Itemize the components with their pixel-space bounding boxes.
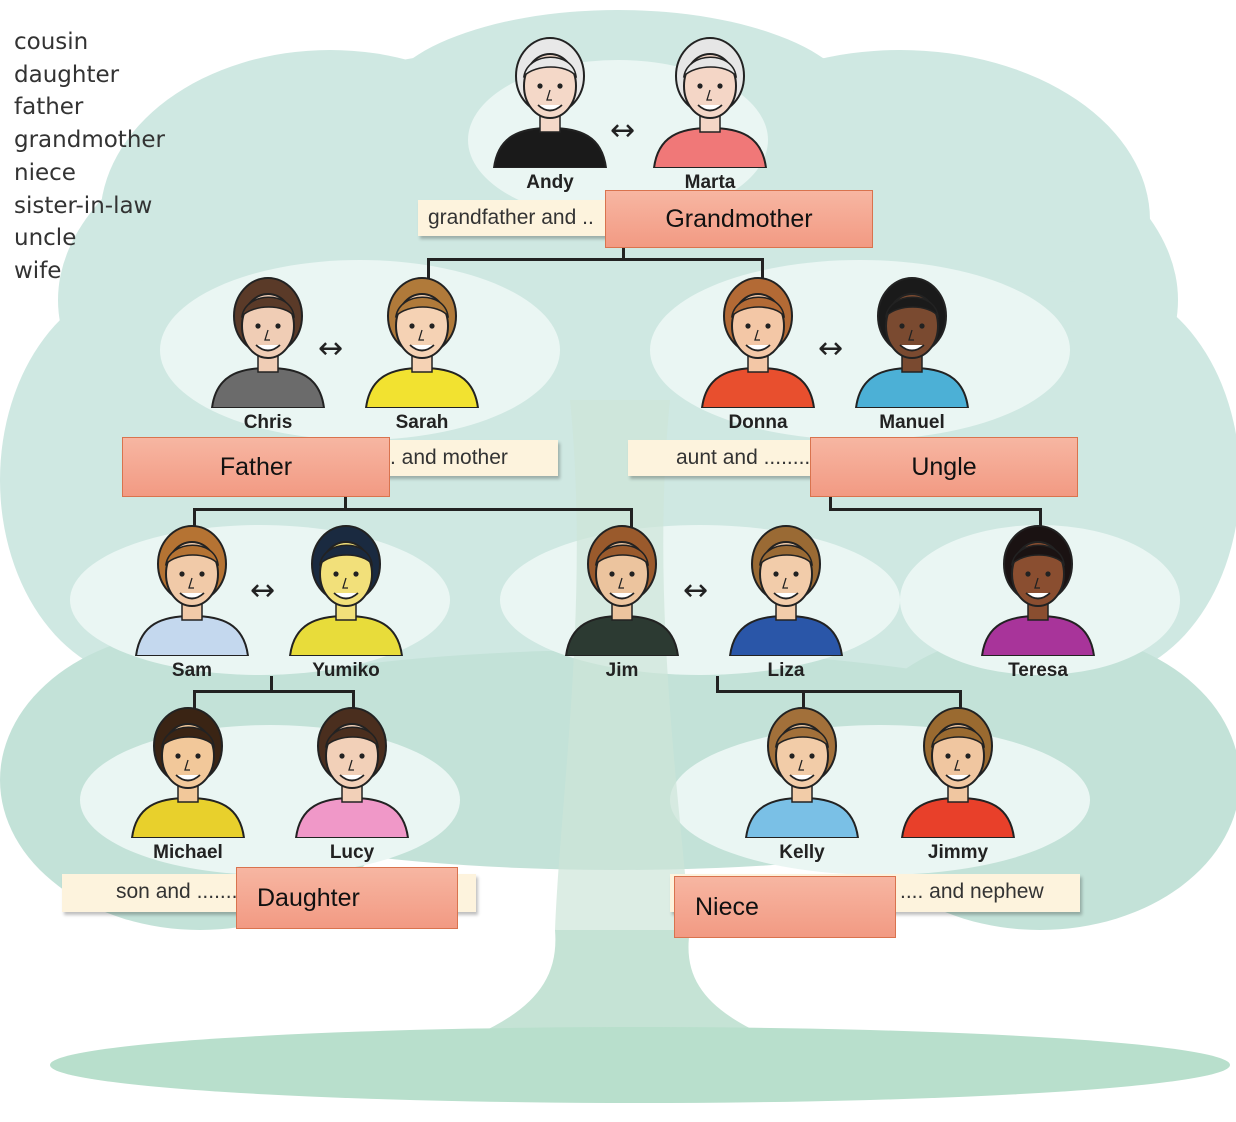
portrait-andy: [492, 37, 608, 168]
answer-box-grandmother[interactable]: Grandmother: [605, 190, 873, 248]
person-name: Jimmy: [927, 842, 989, 863]
word-uncle: uncle: [14, 225, 77, 252]
person-andy: Andy: [480, 32, 620, 193]
person-chris: Chris: [198, 272, 338, 433]
person-jim: Jim: [552, 520, 692, 681]
marriage-arrow-icon: ↔: [250, 573, 276, 608]
person-manuel: Manuel: [842, 272, 982, 433]
portrait-jimmy: [900, 707, 1016, 838]
answer-box-father[interactable]: Father: [122, 437, 390, 497]
marriage-arrow-icon: ↔: [683, 573, 709, 608]
answer-box-niece[interactable]: Niece: [674, 876, 896, 938]
portrait-chris: [210, 277, 326, 408]
person-name: Marta: [684, 172, 736, 193]
marriage-arrow-icon: ↔: [318, 331, 344, 366]
answer-niece-text: Niece: [695, 892, 759, 921]
person-sarah: Sarah: [352, 272, 492, 433]
person-name: Liza: [767, 660, 805, 681]
portrait-kelly: [744, 707, 860, 838]
person-name: Lucy: [329, 842, 375, 863]
answer-box-uncle[interactable]: Ungle: [810, 437, 1078, 497]
word-grandmother: grandmother: [14, 127, 166, 154]
caption-kids-right-text: .... and nephew: [900, 880, 1044, 903]
marriage-arrow-icon: ↔: [610, 113, 636, 148]
person-name: Teresa: [1008, 660, 1068, 681]
marriage-arrow-icon: ↔: [818, 331, 844, 366]
person-name: Kelly: [779, 842, 825, 863]
person-name: Sarah: [395, 412, 449, 433]
answer-daughter-text: Daughter: [257, 883, 360, 912]
portrait-teresa: [980, 525, 1096, 656]
person-liza: Liza: [716, 520, 856, 681]
word-cousin: cousin: [14, 29, 89, 55]
person-marta: Marta: [640, 32, 780, 193]
caption-chris-sarah: . and mother: [380, 440, 558, 476]
person-name: Jim: [605, 660, 639, 681]
portrait-jim: [564, 525, 680, 656]
portrait-manuel: [854, 277, 970, 408]
person-jimmy: Jimmy: [888, 702, 1028, 863]
portrait-michael: [130, 707, 246, 838]
portrait-lucy: [294, 707, 410, 838]
word-niece: niece: [14, 159, 76, 186]
person-name: Michael: [153, 842, 223, 863]
word-daughter: daughter: [14, 61, 120, 88]
person-teresa: Teresa: [968, 520, 1108, 681]
person-sam: Sam: [122, 520, 262, 681]
portrait-liza: [728, 525, 844, 656]
person-name: Andy: [526, 172, 574, 193]
caption-chris-sarah-text: . and mother: [390, 446, 508, 469]
portrait-yumiko: [288, 525, 404, 656]
portrait-donna: [700, 277, 816, 408]
answer-grandmother-text: Grandmother: [665, 204, 813, 233]
person-name: Manuel: [879, 412, 945, 433]
answer-uncle-text: Ungle: [911, 452, 977, 481]
person-lucy: Lucy: [282, 702, 422, 863]
person-kelly: Kelly: [732, 702, 872, 863]
portrait-sam: [134, 525, 250, 656]
person-name: Yumiko: [312, 660, 380, 681]
answer-father-text: Father: [219, 452, 293, 481]
word-list: cousin daughter father grandmother niece…: [14, 26, 165, 288]
person-name: Chris: [243, 412, 293, 433]
person-yumiko: Yumiko: [276, 520, 416, 681]
word-wife: wife: [14, 257, 62, 284]
caption-donna-manuel-text: aunt and ........: [676, 446, 811, 469]
portrait-marta: [652, 37, 768, 168]
caption-kids-left-text: son and .......: [116, 880, 238, 903]
answer-box-daughter[interactable]: Daughter: [236, 867, 458, 929]
caption-grandparents: grandfather and ..: [418, 200, 628, 236]
person-name: Donna: [728, 412, 788, 433]
word-sister-in-law: sister-in-law: [14, 192, 153, 219]
word-father: father: [14, 94, 84, 121]
person-name: Sam: [171, 660, 213, 681]
caption-grandparents-text: grandfather and ..: [428, 206, 594, 229]
portrait-sarah: [364, 277, 480, 408]
person-donna: Donna: [688, 272, 828, 433]
person-michael: Michael: [118, 702, 258, 863]
